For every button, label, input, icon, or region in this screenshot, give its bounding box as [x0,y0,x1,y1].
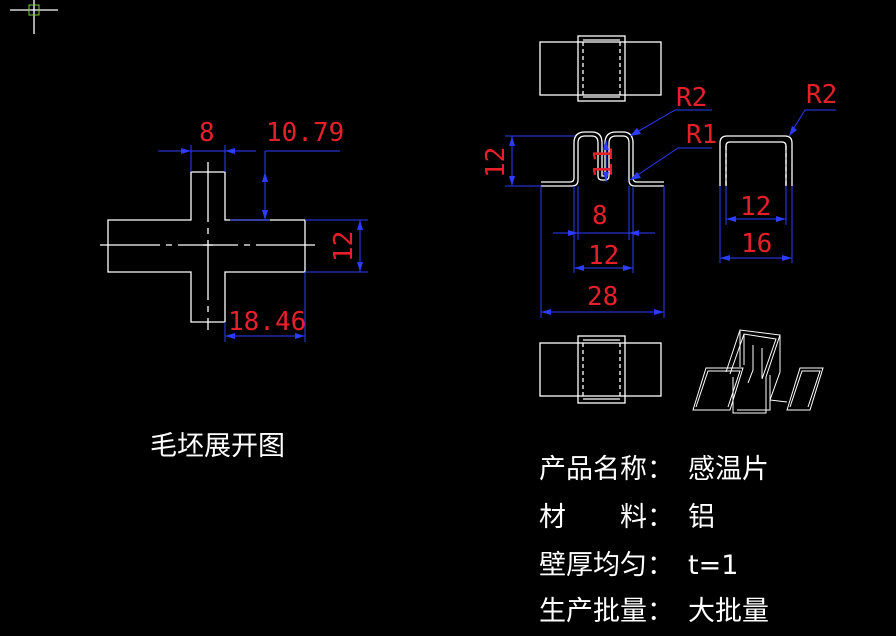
dim-side-height-12: 12 [481,147,511,178]
isometric-view [692,329,824,414]
blank-view-caption: 毛坯展开图 [150,431,285,462]
blank-outline [107,171,306,323]
dim-side-r1: R1 [686,120,717,150]
dim-top-right: 10.79 [230,118,344,221]
dim-side-r2: R2 [676,83,707,113]
dim-end-16: 16 [741,229,772,259]
dim-side-28: 28 [587,282,618,312]
spec-block: 产品名称： 感温片 材 料： 铝 壁厚均匀： t=1 生产批量： 大批量 [539,454,769,627]
spec-label-batch: 生产批量： [539,596,674,627]
side-view: 12 11 8 12 28 R2 R1 [481,83,717,318]
dim-side-8: 8 [592,201,608,231]
dim-bottom: 18.46 [224,272,306,342]
dim-top-left: 8 [158,118,256,172]
bottom-view [539,335,662,404]
spec-value-material: 铝 [688,502,715,533]
crosshair-cursor-icon[interactable] [10,0,58,34]
blank-flat-pattern-view: 8 10.79 12 18.46 毛坯展开图 [100,118,368,462]
dim-blank-10-79: 10.79 [266,118,344,148]
dim-blank-8: 8 [199,118,215,148]
dim-side-12: 12 [588,241,619,271]
dim-blank-18-46: 18.46 [228,307,306,337]
spec-label-wall-thickness: 壁厚均匀： [539,550,674,581]
dim-blank-12: 12 [329,231,359,262]
top-view [539,35,662,102]
end-profile-inner [725,141,787,186]
side-profile-inner [541,131,664,183]
spec-label-material: 材 料： [539,502,674,533]
end-profile-outer [719,135,793,186]
dim-right: 12 [305,219,368,273]
spec-value-wall-thickness: t=1 [688,550,738,581]
side-profile-outer [541,135,664,187]
dim-end-r2: R2 [806,80,837,110]
dim-side-11: 11 [589,147,619,178]
dim-end-12: 12 [740,192,771,222]
spec-label-product-name: 产品名称： [539,454,674,485]
end-view: 12 16 R2 [719,80,837,263]
spec-value-product-name: 感温片 [688,454,769,485]
spec-value-batch: 大批量 [688,596,769,627]
